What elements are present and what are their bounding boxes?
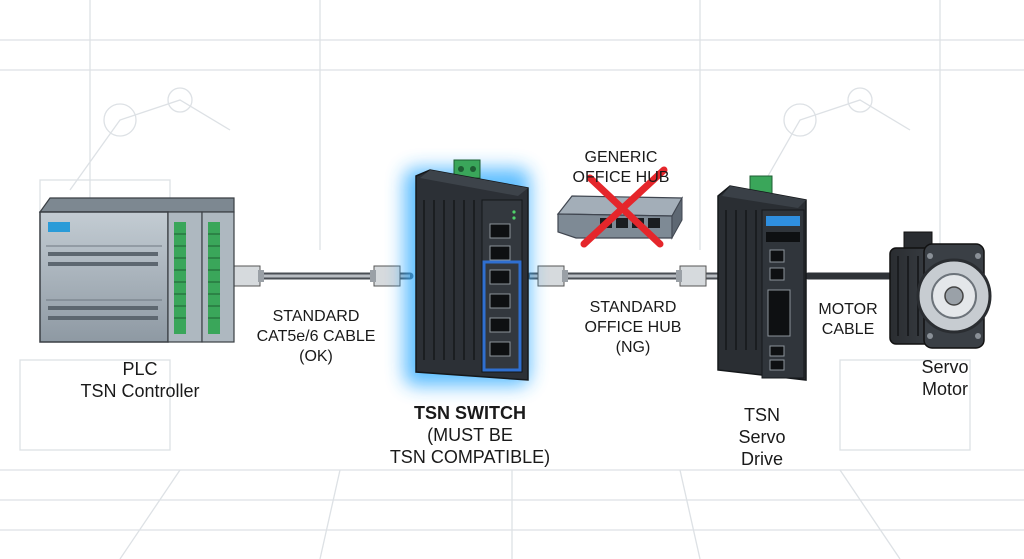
generic-hub-label: GENERIC OFFICE HUB <box>572 149 670 186</box>
servo-motor-icon <box>889 231 992 349</box>
servo-drive-icon <box>717 175 807 381</box>
tsn-switch-icon <box>404 159 530 386</box>
rj45-plug <box>537 265 565 287</box>
plc-label: PLC TSN Controller <box>80 359 200 401</box>
tsn-switch-label: TSN SWITCH (MUST BE TSN COMPATIBLE) <box>370 402 570 468</box>
servo-motor-label: Servo Motor <box>921 357 969 399</box>
rj45-plug <box>233 265 261 287</box>
hub-ng-label: STANDARD OFFICE HUB (NG) <box>584 299 682 356</box>
plc-controller-icon <box>38 197 235 343</box>
tsn-switch-title: TSN SWITCH <box>414 403 526 423</box>
servo-drive-label: TSN Servo Drive <box>738 405 786 469</box>
rj45-plug <box>373 265 401 287</box>
motor-cable-label: MOTOR CABLE <box>818 301 878 338</box>
cross-mark-icon <box>580 166 668 248</box>
cable-ok-label: STANDARD CAT5e/6 CABLE (OK) <box>256 308 376 365</box>
rj45-plug <box>679 265 707 287</box>
cables <box>228 265 896 287</box>
